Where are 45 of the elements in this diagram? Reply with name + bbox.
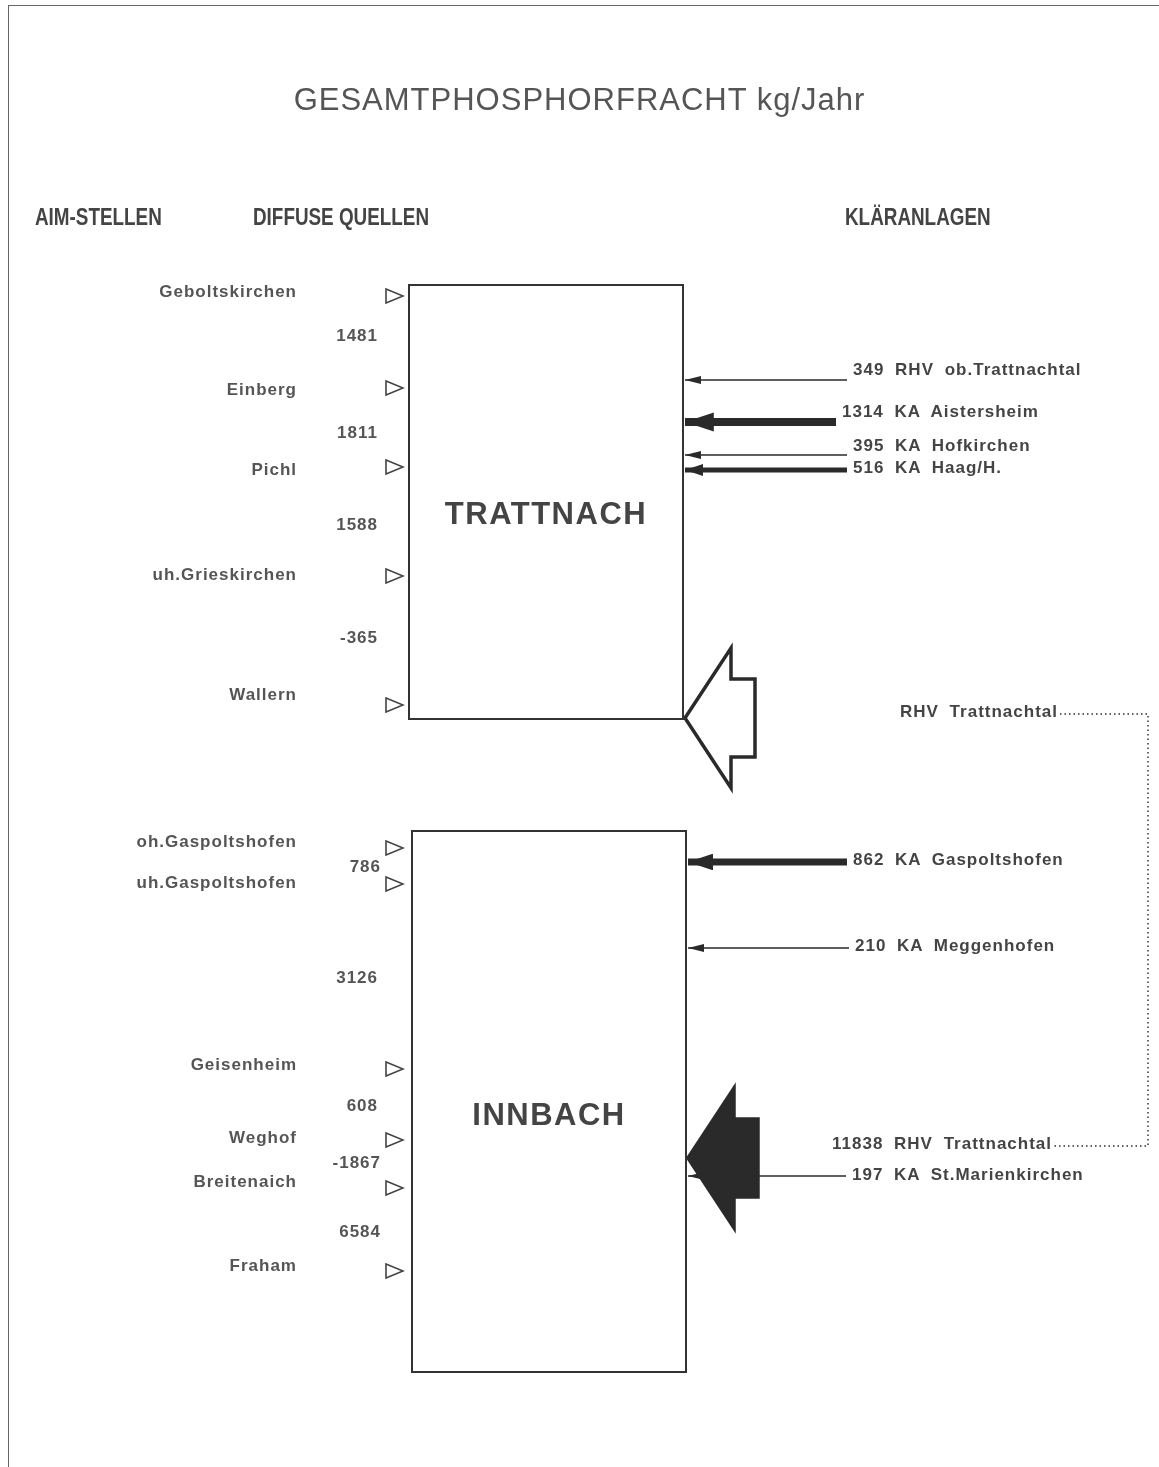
dotted-connector — [1053, 713, 1149, 1147]
plant-label: 197 KA St.Marienkirchen — [852, 1165, 1084, 1185]
station-name: Fraham — [229, 1256, 297, 1276]
arrow — [687, 944, 850, 952]
station-name: Weghof — [229, 1128, 297, 1148]
plant-label: 516 KA Haag/H. — [853, 458, 1003, 478]
load-value: 6584 — [339, 1222, 381, 1242]
load-value: -365 — [339, 628, 378, 648]
station-name: Einberg — [226, 380, 297, 400]
column-heading: DIFFUSE QUELLEN — [253, 204, 430, 231]
load-value: 1588 — [336, 515, 378, 535]
block-arrow — [685, 1082, 760, 1234]
plant-label: 1314 KA Aistersheim — [842, 402, 1039, 422]
column-heading: KLÄRANLAGEN — [845, 204, 991, 231]
station-name: uh.Gaspoltshofen — [136, 873, 297, 893]
plant-label: 11838 RHV Trattnachtal — [832, 1134, 1053, 1154]
load-value: 608 — [346, 1096, 378, 1116]
station-name: Geboltskirchen — [159, 282, 297, 302]
plant-label: 349 RHV ob.Trattnachtal — [853, 360, 1082, 380]
load-value: 3126 — [336, 968, 378, 988]
river-name: INNBACH — [471, 1097, 627, 1133]
title: GESAMTPHOSPHORFRACHT kg/Jahr — [292, 82, 867, 118]
river-name: TRATTNACH — [443, 496, 649, 532]
station-name: Breitenaich — [193, 1172, 297, 1192]
load-value: 786 — [349, 857, 381, 877]
arrow — [684, 451, 848, 459]
station-name: Wallern — [229, 685, 297, 705]
arrow — [687, 1172, 847, 1180]
station-name: oh.Gaspoltshofen — [136, 832, 297, 852]
column-heading: AIM-STELLEN — [35, 204, 162, 231]
river-box — [411, 830, 687, 1373]
station-name: Pichl — [251, 460, 297, 480]
station-name: uh.Grieskirchen — [152, 565, 297, 585]
arrow — [684, 376, 848, 384]
station-name: Geisenheim — [190, 1055, 297, 1075]
plant-label: 210 KA Meggenhofen — [855, 936, 1056, 956]
plant-label: RHV Trattnachtal — [900, 702, 1058, 722]
plant-label: 862 KA Gaspoltshofen — [853, 850, 1064, 870]
arrow — [685, 464, 847, 476]
block-arrow — [682, 642, 757, 794]
load-value: 1811 — [337, 423, 378, 443]
load-value: 1481 — [336, 326, 378, 346]
load-value: -1867 — [332, 1153, 381, 1173]
plant-label: 395 KA Hofkirchen — [853, 436, 1031, 456]
river-box — [408, 284, 684, 720]
